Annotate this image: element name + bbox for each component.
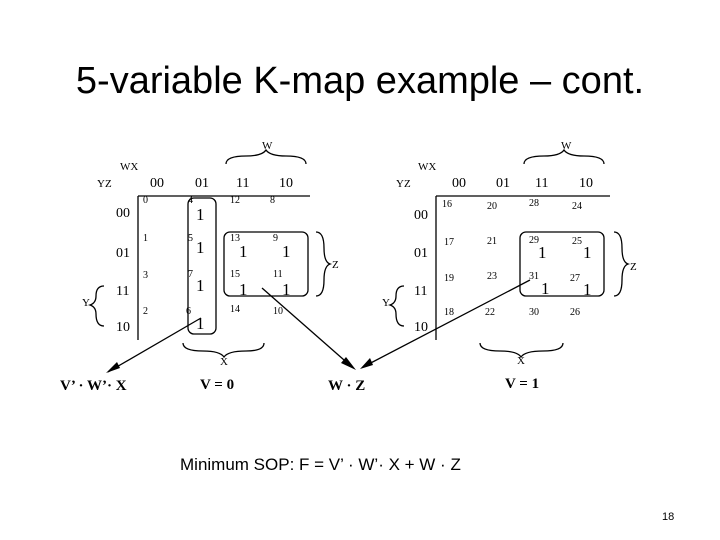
right-x-brace (479, 342, 564, 359)
left-cell-value: 1 (196, 205, 205, 224)
left-y-brace (87, 285, 105, 327)
right-z-label: Z (630, 261, 637, 273)
right-y-label: Y (382, 297, 390, 309)
right-col-header: 10 (579, 176, 593, 191)
left-col-header: 00 (150, 176, 164, 191)
right-row-header: 00 (414, 208, 428, 223)
left-cell-number: 10 (273, 306, 283, 317)
left-group-x-column (187, 197, 217, 335)
left-cell-number: 15 (230, 269, 240, 280)
left-cell-number: 9 (273, 233, 278, 244)
right-corner-yz: YZ (396, 178, 411, 190)
right-v-label: V = 1 (505, 376, 540, 392)
left-x-label: X (220, 356, 228, 368)
right-cell-number: 30 (529, 307, 539, 318)
left-col-header: 10 (279, 176, 293, 191)
left-y-label: Y (82, 297, 90, 309)
right-cell-value: 1 (541, 279, 550, 298)
left-cell-number: 3 (143, 270, 148, 281)
arrow-head-right-term-b (360, 358, 373, 369)
left-w-label: W (262, 140, 273, 152)
right-cell-number: 19 (444, 273, 454, 284)
left-group-wz (223, 231, 309, 297)
left-row-header: 11 (116, 284, 130, 299)
left-cell-number: 0 (143, 195, 148, 206)
left-cell-value: 1 (282, 280, 291, 299)
left-z-brace (315, 231, 333, 297)
left-cell-number: 5 (188, 233, 193, 244)
right-cell-number: 20 (487, 201, 497, 212)
left-cell-number: 12 (230, 195, 240, 206)
right-cell-number: 29 (529, 235, 539, 246)
right-cell-number: 17 (444, 237, 454, 248)
left-cell-value: 1 (196, 314, 205, 333)
left-col-header: 01 (195, 176, 209, 191)
left-z-label: Z (332, 259, 339, 271)
left-corner-wx: WX (120, 161, 139, 173)
left-col-header: 11 (236, 176, 250, 191)
right-col-header: 11 (535, 176, 549, 191)
right-cell-number: 25 (572, 236, 582, 247)
arrow-head-left-term (106, 362, 120, 373)
term-left: V’ · W’· X (60, 378, 127, 394)
right-col-header: 00 (452, 176, 466, 191)
right-w-brace (523, 148, 605, 165)
left-cell-value: 1 (239, 280, 248, 299)
left-corner-yz: YZ (97, 178, 112, 190)
left-v-label: V = 0 (200, 377, 235, 393)
arrow-head-right-term-a (341, 357, 356, 370)
page-number: 18 (662, 511, 675, 523)
right-cell-number: 28 (529, 198, 539, 209)
left-cell-number: 6 (186, 306, 191, 317)
right-row-header: 01 (414, 246, 428, 261)
left-cell-number: 11 (273, 269, 283, 280)
right-cell-value: 1 (583, 280, 592, 299)
right-w-label: W (561, 140, 572, 152)
right-cell-number: 18 (444, 307, 454, 318)
right-row-header: 10 (414, 320, 428, 335)
right-cell-number: 24 (572, 201, 582, 212)
right-cell-number: 26 (570, 307, 580, 318)
right-group-wz (519, 231, 605, 297)
left-w-brace (225, 148, 307, 165)
right-cell-number: 21 (487, 236, 497, 247)
left-cell-value: 1 (196, 238, 205, 257)
right-x-label: X (517, 355, 525, 367)
left-cell-value: 1 (282, 242, 291, 261)
right-cell-number: 27 (570, 273, 580, 284)
right-cell-value: 1 (538, 243, 547, 262)
arrow-left-term (107, 317, 202, 373)
right-cell-value: 1 (583, 243, 592, 262)
arrow-right-term-from-left (261, 287, 353, 368)
left-cell-number: 1 (143, 233, 148, 244)
left-cell-number: 4 (188, 195, 193, 206)
left-cell-number: 13 (230, 233, 240, 244)
left-cell-number: 8 (270, 195, 275, 206)
left-x-brace (182, 342, 265, 359)
right-cell-number: 22 (485, 307, 495, 318)
right-col-header: 01 (496, 176, 510, 191)
right-y-brace (387, 285, 405, 327)
left-cell-number: 2 (143, 306, 148, 317)
minimum-sop: Minimum SOP: F = V’ · W’· X + W · Z (180, 455, 461, 474)
left-cell-value: 1 (239, 242, 248, 261)
right-cell-number: 31 (529, 271, 539, 282)
left-cell-number: 7 (188, 269, 193, 280)
arrow-right-term-from-right (362, 279, 531, 368)
right-cell-number: 16 (442, 199, 452, 210)
left-row-header: 01 (116, 246, 130, 261)
right-cell-number: 23 (487, 271, 497, 282)
right-row-header: 11 (414, 284, 428, 299)
left-row-header: 00 (116, 206, 130, 221)
right-z-brace (613, 231, 631, 297)
right-corner-wx: WX (418, 161, 437, 173)
term-right: W · Z (328, 378, 366, 394)
slide-title: 5-variable K-map example – cont. (75, 60, 645, 102)
left-cell-number: 14 (230, 304, 240, 315)
left-row-header: 10 (116, 320, 130, 335)
left-cell-value: 1 (196, 276, 205, 295)
